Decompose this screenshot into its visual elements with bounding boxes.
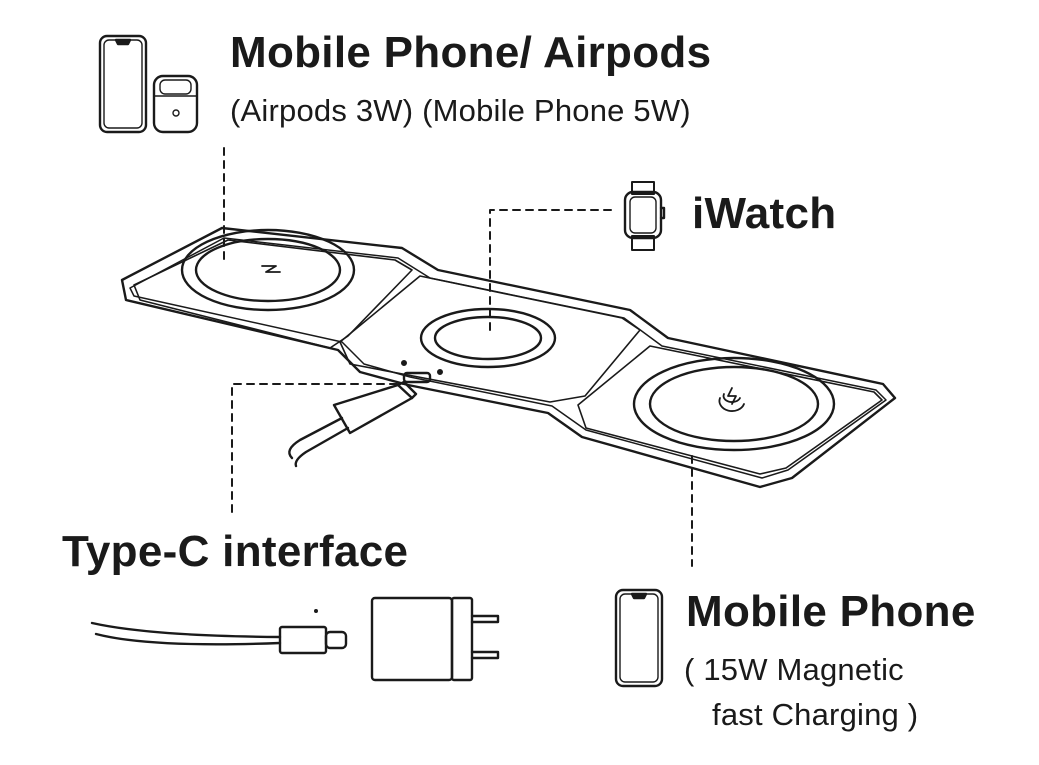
label-typec-title: Type-C interface: [62, 527, 409, 576]
power-adapter-icon: [370, 596, 500, 682]
magnet-icon: [718, 387, 745, 412]
charging-pad: [120, 226, 897, 489]
label-phone-airpods-title: Mobile Phone/ Airpods: [230, 28, 712, 77]
label-mobile-phone-power-line1: ( 15W Magnetic: [684, 652, 904, 687]
wireless-charge-icon: [261, 265, 281, 273]
smartwatch-icon: [623, 181, 666, 251]
leader-lines: [223, 147, 693, 567]
coil-center: [419, 307, 557, 369]
smartphone-icon: [98, 34, 148, 134]
label-phone-airpods-power: (Airpods 3W) (Mobile Phone 5W): [230, 93, 691, 128]
usb-c-cable-icon: [90, 609, 348, 655]
smartphone-icon: [614, 588, 664, 688]
coil-left: [180, 228, 356, 312]
airpods-case-icon: [152, 74, 199, 134]
label-iwatch-title: iWatch: [692, 189, 837, 238]
coil-right: [632, 356, 836, 452]
label-mobile-phone-power-line2: fast Charging ): [712, 697, 919, 732]
usb-c-cable-icon: [288, 380, 418, 468]
label-mobile-phone-title: Mobile Phone: [686, 587, 976, 636]
